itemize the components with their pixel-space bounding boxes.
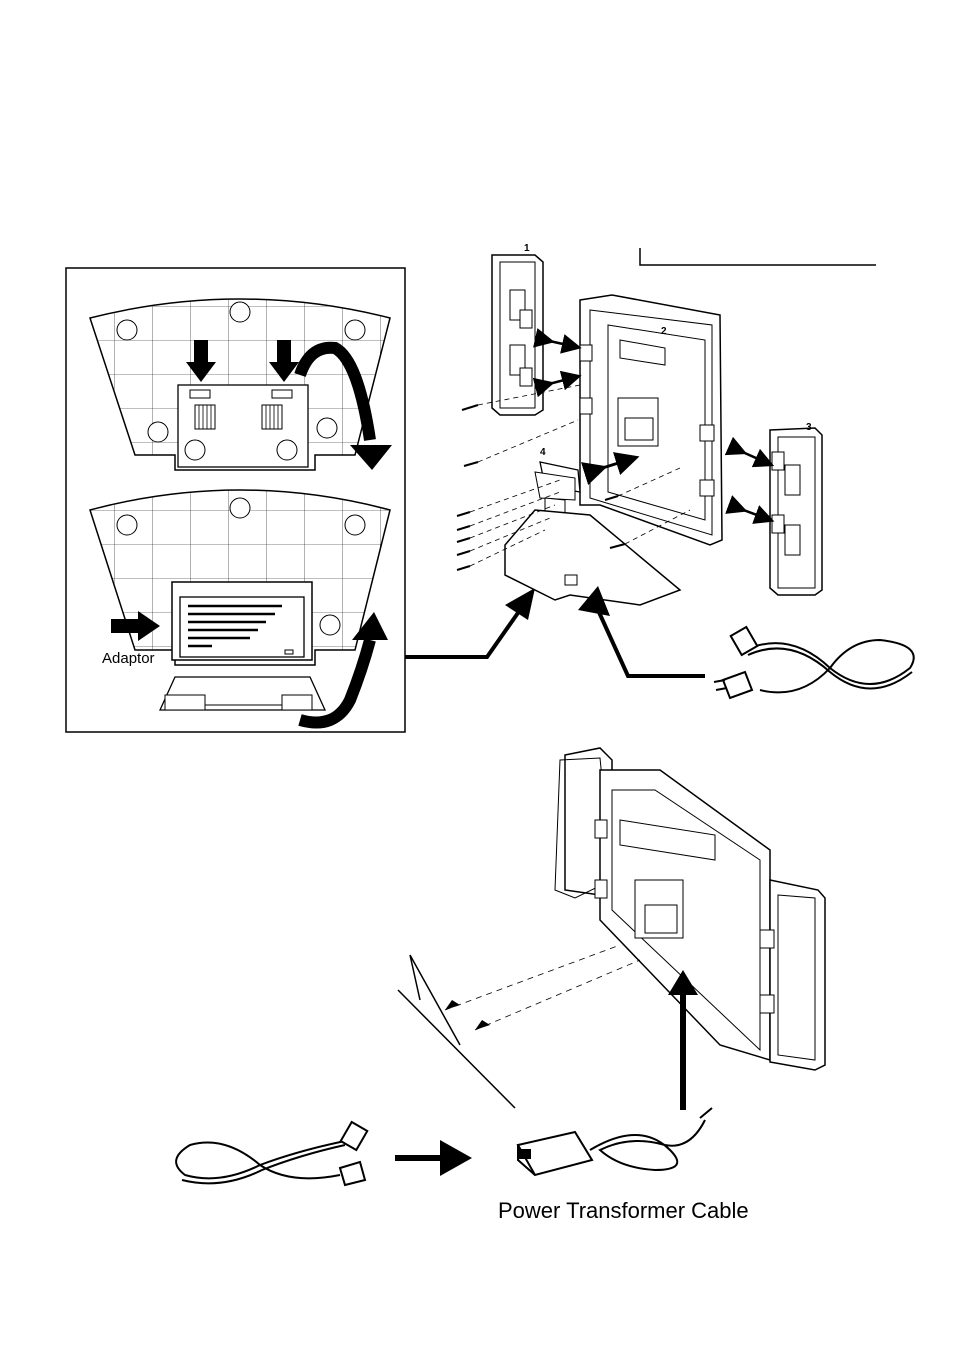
power-cord-upper <box>714 627 914 698</box>
assembled-view <box>398 748 825 1110</box>
speaker-left <box>492 255 543 415</box>
connector-line <box>405 610 520 657</box>
part-number-4: 4 <box>540 447 546 458</box>
bracket-line <box>640 248 876 265</box>
part-number-2: 2 <box>661 326 667 337</box>
curved-arrow-icon <box>350 445 392 470</box>
monitor <box>580 295 722 545</box>
power-transformer-cable-label: Power Transformer Cable <box>498 1198 749 1224</box>
pointer-arrow-icon <box>505 588 535 620</box>
stand-base-bottom-view <box>90 470 390 723</box>
power-cord-lower <box>176 1122 367 1185</box>
part-number-1: 1 <box>524 243 530 254</box>
part-number-3: 3 <box>806 422 812 433</box>
right-arrow-icon <box>440 1140 472 1176</box>
adaptor-label: Adaptor <box>102 650 155 667</box>
power-adapter <box>518 1108 712 1175</box>
exploded-assembly-view <box>457 255 914 698</box>
stand-base-top-view <box>90 280 392 470</box>
speaker-right <box>770 428 822 595</box>
